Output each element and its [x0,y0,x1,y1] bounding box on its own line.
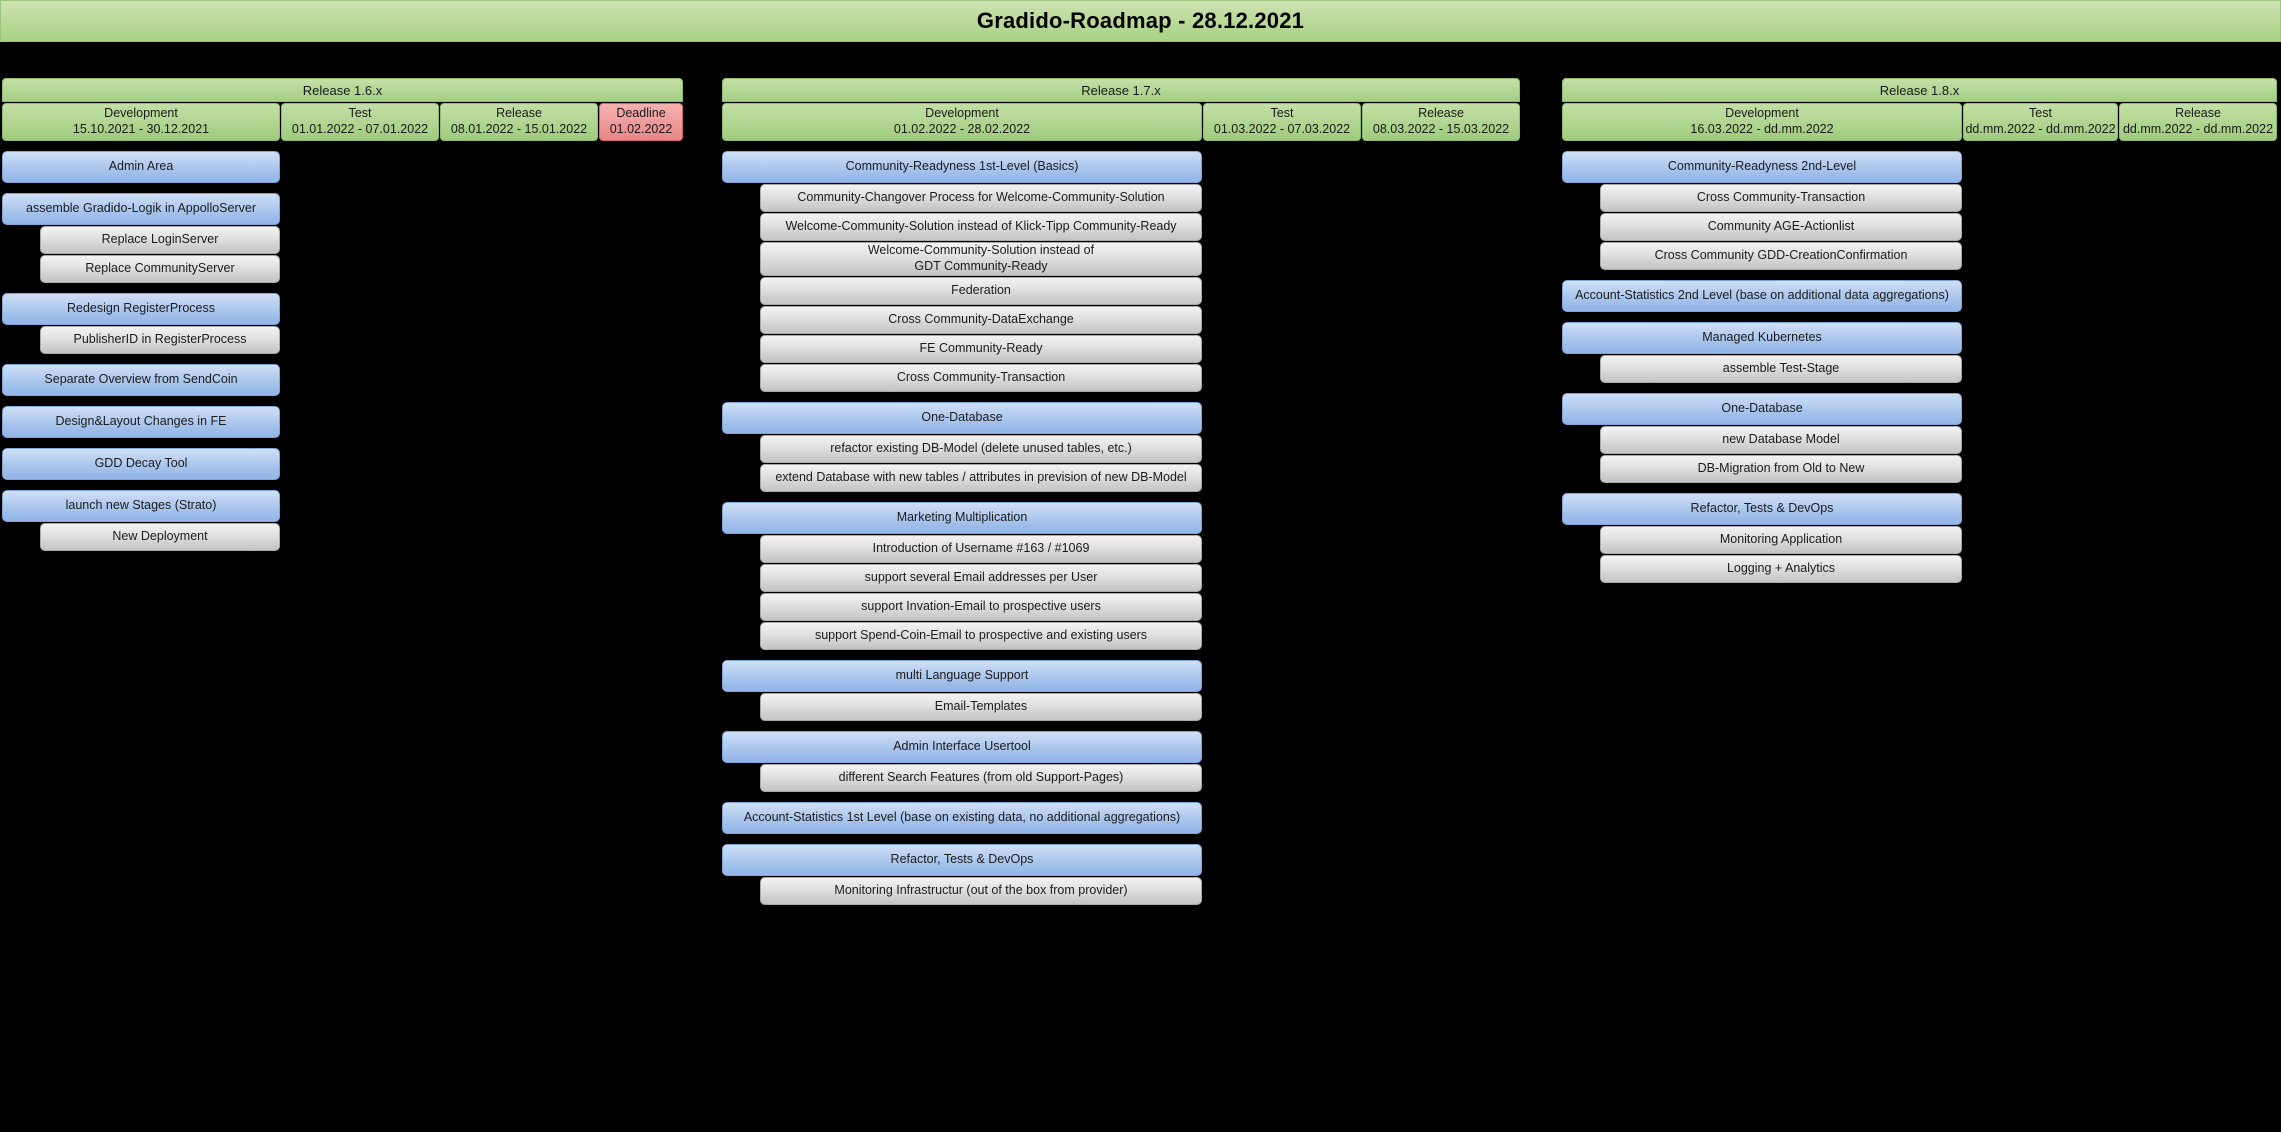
phase-dates: dd.mm.2022 - dd.mm.2022 [1965,122,2116,136]
phase-name: Deadline [616,106,666,121]
epic-task-bar[interactable]: Admin Interface Usertool [722,731,1202,763]
sub-task-bar[interactable]: support Invation-Email to prospective us… [760,593,1202,621]
sub-task-bar[interactable]: PublisherID in RegisterProcess [40,326,280,354]
page-title-bar: Gradido-Roadmap - 28.12.2021 [0,0,2281,42]
phase-name: Test [2029,106,2052,121]
sub-task-bar[interactable]: Introduction of Username #163 / #1069 [760,535,1202,563]
sub-task-bar[interactable]: Welcome-Community-Solution instead of Kl… [760,213,1202,241]
sub-task-bar[interactable]: New Deployment [40,523,280,551]
sub-task-bar[interactable]: Logging + Analytics [1600,555,1962,583]
phase-dates: 08.01.2022 - 15.01.2022 [450,122,588,136]
sub-task-bar[interactable]: Cross Community GDD-CreationConfirmation [1600,242,1962,270]
sub-task-bar[interactable]: Replace LoginServer [40,226,280,254]
epic-task-bar[interactable]: Account-Statistics 2nd Level (base on ad… [1562,280,1962,312]
phase-name: Release [1418,106,1464,121]
phase-dates: 01.03.2022 - 07.03.2022 [1213,122,1351,136]
sub-task-bar[interactable]: FE Community-Ready [760,335,1202,363]
phase-dates: 01.01.2022 - 07.01.2022 [291,122,429,136]
sub-task-bar[interactable]: Cross Community-Transaction [1600,184,1962,212]
sub-task-bar[interactable]: support Spend-Coin-Email to prospective … [760,622,1202,650]
epic-task-bar[interactable]: One-Database [1562,393,1962,425]
phase-dates: 15.10.2021 - 30.12.2021 [72,122,210,136]
phase-name: Release [496,106,542,121]
sub-task-bar[interactable]: Email-Templates [760,693,1202,721]
phase-dates: 16.03.2022 - dd.mm.2022 [1690,122,1834,136]
sub-task-bar[interactable]: Community-Changover Process for Welcome-… [760,184,1202,212]
release-title: Release 1.6.x [2,78,683,102]
epic-task-bar[interactable]: One-Database [722,402,1202,434]
phase-name: Test [1270,106,1294,121]
epic-task-bar[interactable]: Community-Readyness 1st-Level (Basics) [722,151,1202,183]
task-list: Community-Readyness 1st-Level (Basics)Co… [722,151,1520,905]
epic-task-bar[interactable]: Marketing Multiplication [722,502,1202,534]
epic-task-bar[interactable]: Managed Kubernetes [1562,322,1962,354]
task-list: Admin Area assemble Gradido-Logik in Appo… [2,151,685,551]
sub-task-bar[interactable]: Federation [760,277,1202,305]
epic-task-bar[interactable]: GDD Decay Tool [2,448,280,480]
sub-task-bar[interactable]: refactor existing DB-Model (delete unuse… [760,435,1202,463]
sub-task-bar[interactable]: extend Database with new tables / attrib… [760,464,1202,492]
phase-dates: dd.mm.2022 - dd.mm.2022 [2122,122,2274,136]
sub-task-bar[interactable]: DB-Migration from Old to New [1600,455,1962,483]
epic-task-bar[interactable]: launch new Stages (Strato) [2,490,280,522]
sub-task-bar[interactable]: support several Email addresses per User [760,564,1202,592]
epic-task-bar[interactable]: Refactor, Tests & DevOps [722,844,1202,876]
sub-task-bar[interactable]: new Database Model [1600,426,1962,454]
sub-task-bar[interactable]: Monitoring Application [1600,526,1962,554]
sub-task-bar[interactable]: Cross Community-Transaction [760,364,1202,392]
sub-task-bar[interactable]: Monitoring Infrastructur (out of the box… [760,877,1202,905]
epic-task-bar[interactable]: Account-Statistics 1st Level (base on ex… [722,802,1202,834]
epic-task-bar[interactable]: Refactor, Tests & DevOps [1562,493,1962,525]
sub-task-bar[interactable]: Cross Community-DataExchange [760,306,1202,334]
release-title: Release 1.8.x [1562,78,2277,102]
phase-name: Development [1725,106,1799,121]
phase-name: Development [104,106,178,121]
phase-name: Release [2175,106,2221,121]
sub-task-bar[interactable]: assemble Test-Stage [1600,355,1962,383]
epic-task-bar[interactable]: Community-Readyness 2nd-Level [1562,151,1962,183]
phase-name: Test [348,106,372,121]
sub-task-bar[interactable]: Replace CommunityServer [40,255,280,283]
sub-task-bar[interactable]: Welcome-Community-Solution instead of GD… [760,242,1202,276]
phase-dates: 01.02.2022 - 28.02.2022 [893,122,1031,136]
epic-task-bar[interactable]: assemble Gradido-Logik in AppolloServer [2,193,280,225]
epic-task-bar[interactable]: multi Language Support [722,660,1202,692]
phase-name: Development [925,106,999,121]
epic-task-bar[interactable]: Redesign RegisterProcess [2,293,280,325]
epic-task-bar[interactable]: Design&Layout Changes in FE [2,406,280,438]
phase-dates: 01.02.2022 [609,122,673,136]
release-title: Release 1.7.x [722,78,1520,102]
page-title: Gradido-Roadmap - 28.12.2021 [976,8,1305,33]
phase-dates: 08.03.2022 - 15.03.2022 [1372,122,1510,136]
sub-task-bar[interactable]: different Search Features (from old Supp… [760,764,1202,792]
epic-task-bar[interactable]: Admin Area [2,151,280,183]
sub-task-bar[interactable]: Community AGE-Actionlist [1600,213,1962,241]
epic-task-bar[interactable]: Separate Overview from SendCoin [2,364,280,396]
